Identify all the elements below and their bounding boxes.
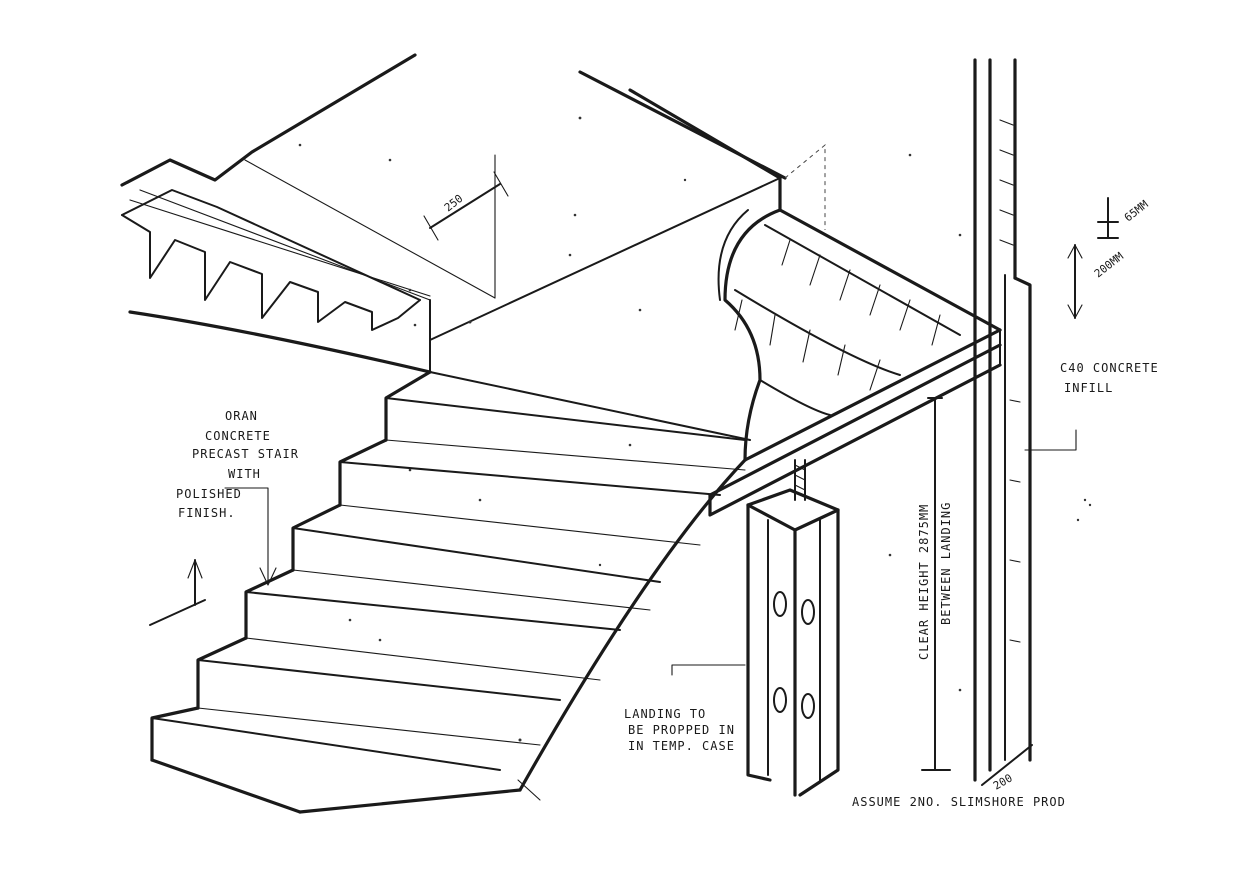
dimension-lines xyxy=(149,171,1119,801)
landing-prop-line-3: IN TEMP. CASE xyxy=(628,739,735,753)
stair-note-line-4: WITH xyxy=(228,467,261,481)
tread-dimension: 250 xyxy=(442,192,466,214)
landing-slab xyxy=(708,143,1002,517)
stair-note-line-3: PRECAST STAIR xyxy=(192,447,299,461)
c40-note-line-2: INFILL xyxy=(1064,381,1113,395)
assume-note: ASSUME 2NO. SLIMSHORE PROD xyxy=(852,795,1066,809)
c40-note-line-1: C40 CONCRETE xyxy=(1060,361,1159,375)
stair-note-line-2: CONCRETE xyxy=(205,429,271,443)
upper-flight xyxy=(120,53,496,374)
landing-prop-line-1: LANDING TO xyxy=(624,707,706,721)
finish-note-line-2: FINISH. xyxy=(178,506,236,520)
notes: ORAN CONCRETE PRECAST STAIR WITH POLISHE… xyxy=(176,361,1159,809)
finish-note-line-1: POLISHED xyxy=(176,487,242,501)
concrete-texture xyxy=(298,116,1092,742)
clear-height-line-1: CLEAR HEIGHT 2875MM xyxy=(917,504,931,660)
landing-prop-line-2: BE PROPPED IN xyxy=(628,723,735,737)
wall-section xyxy=(973,58,1032,782)
slab-top-dimension: 65MM xyxy=(1122,198,1151,225)
slab-depth-dimension: 200MM xyxy=(1092,250,1126,281)
clear-height-line-2: BETWEEN LANDING xyxy=(939,502,953,625)
stair-note-line-1: ORAN xyxy=(225,409,258,423)
temporary-prop xyxy=(746,459,840,797)
